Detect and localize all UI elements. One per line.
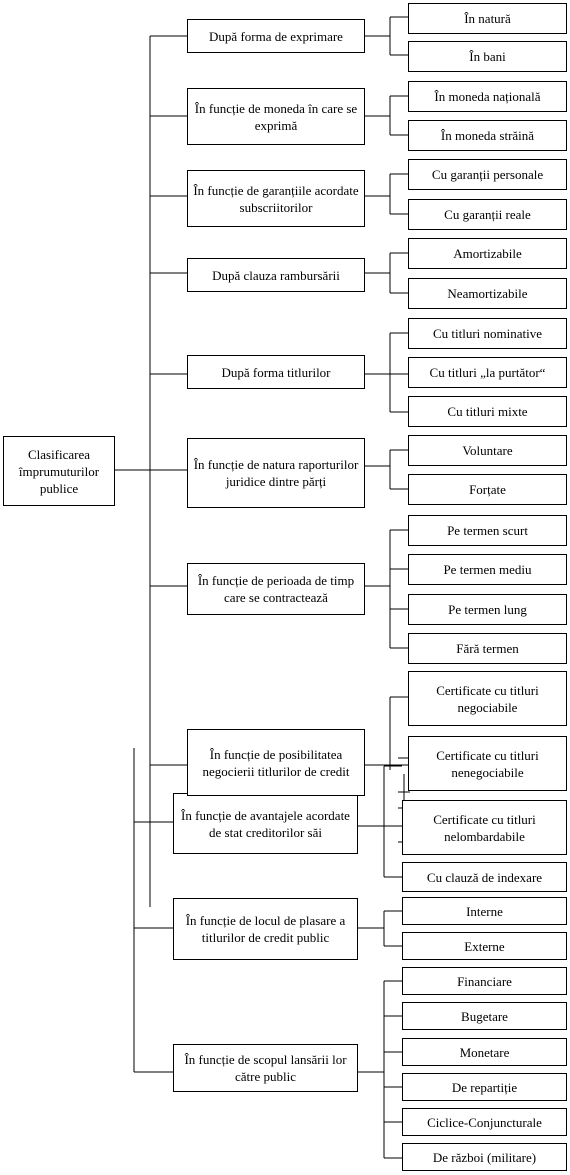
leaf-label: Pe termen mediu [443, 562, 532, 577]
leaf-box: Pe termen mediu [408, 554, 567, 585]
leaf-box: Monetare [402, 1038, 567, 1066]
category-label: După forma de exprimare [209, 28, 343, 44]
leaf-label: În bani [469, 49, 506, 64]
leaf-box: De război (militare) [402, 1143, 567, 1171]
leaf-label: Monetare [459, 1044, 510, 1060]
leaf-label: Neamortizabile [447, 286, 528, 301]
category-box: După forma de exprimare [187, 19, 365, 53]
leaf-box: Fără termen [408, 633, 567, 664]
category-box: În funcție de natura raporturilor juridi… [187, 438, 365, 508]
leaf-label: Bugetare [461, 1008, 508, 1024]
category-box: În funcție de scopul lansării lor către … [173, 1044, 358, 1092]
leaf-box: Neamortizabile [408, 278, 567, 309]
category-label: În funcție de locul de plasare a titluri… [185, 913, 346, 945]
leaf-label: În moneda străină [440, 128, 535, 143]
leaf-label: Certificate cu titluri negociabile [436, 682, 539, 715]
leaf-box: Externe [402, 932, 567, 960]
leaf-label: Fără termen [456, 641, 519, 656]
leaf-box: Certificate cu titluri negociabile [408, 671, 567, 726]
leaf-box: Pe termen scurt [408, 515, 567, 546]
category-label: În funcție de perioada de timp care se c… [197, 573, 355, 605]
category-box: În funcție de garanțiile acordate subscr… [187, 170, 365, 227]
leaf-label: Interne [466, 903, 503, 919]
leaf-label: În natură [464, 11, 511, 26]
leaf-box: În natură [408, 3, 567, 34]
leaf-label: Certificate cu titluri nelombardabile [433, 811, 536, 844]
category-box: După clauza rambursării [187, 258, 365, 292]
category-label: În funcție de moneda în care se exprimă [194, 100, 358, 133]
leaf-label: Ciclice-Conjuncturale [427, 1114, 542, 1130]
leaf-box: În moneda națională [408, 81, 567, 112]
leaf-label: Cu titluri „la purtător“ [429, 365, 546, 380]
root-label: Clasificarea împrumuturilor publice [18, 446, 100, 496]
leaf-label: Pe termen scurt [447, 523, 528, 538]
category-label: După forma titlurilor [221, 364, 331, 380]
leaf-label: În moneda națională [434, 89, 541, 104]
leaf-label: Cu clauză de indexare [426, 869, 543, 885]
leaf-box: Cu garanții reale [408, 199, 567, 230]
leaf-label: Cu garanții personale [431, 167, 544, 182]
category-label: În funcție de posibilitatea negocierii t… [202, 746, 350, 779]
leaf-label: Certificate cu titluri nenegociabile [436, 747, 539, 780]
leaf-label: Cu titluri mixte [447, 404, 528, 419]
leaf-label: De repartiție [451, 1079, 518, 1095]
leaf-box: Bugetare [402, 1002, 567, 1030]
leaf-label: Cu titluri nominative [432, 326, 543, 341]
leaf-box: Interne [402, 897, 567, 925]
leaf-box: Cu titluri mixte [408, 396, 567, 427]
leaf-box: Cu clauză de indexare [402, 862, 567, 892]
category-label: În funcție de natura raporturilor juridi… [193, 457, 359, 489]
leaf-box: Certificate cu titluri nenegociabile [408, 736, 567, 791]
leaf-box: Financiare [402, 967, 567, 995]
leaf-label: Pe termen lung [448, 602, 527, 617]
leaf-box: În bani [408, 41, 567, 72]
category-box: În funcție de avantajele acordate de sta… [173, 793, 358, 854]
leaf-box: Amortizabile [408, 238, 567, 269]
leaf-label: De război (militare) [432, 1149, 537, 1165]
category-label: În funcție de garanțiile acordate subscr… [193, 182, 359, 215]
category-box: În funcție de moneda în care se exprimă [187, 88, 365, 145]
leaf-box: Certificate cu titluri nelombardabile [402, 800, 567, 855]
leaf-label: Amortizabile [453, 246, 522, 261]
leaf-box: Cu titluri nominative [408, 318, 567, 349]
leaf-box: Forțate [408, 474, 567, 505]
category-box: În funcție de locul de plasare a titluri… [173, 898, 358, 960]
leaf-box: Voluntare [408, 435, 567, 466]
leaf-box: Pe termen lung [408, 594, 567, 625]
leaf-label: Forțate [469, 482, 506, 497]
category-box: În funcție de perioada de timp care se c… [187, 563, 365, 615]
category-label: În funcție de avantajele acordate de sta… [181, 807, 350, 840]
leaf-box: Ciclice-Conjuncturale [402, 1108, 567, 1136]
category-label: În funcție de scopul lansării lor către … [184, 1052, 347, 1084]
leaf-label: Voluntare [462, 443, 513, 458]
root-box: Clasificarea împrumuturilor publice [3, 436, 115, 506]
leaf-box: În moneda străină [408, 120, 567, 151]
category-box: După forma titlurilor [187, 355, 365, 389]
leaf-box: Cu garanții personale [408, 159, 567, 190]
leaf-box: Cu titluri „la purtător“ [408, 357, 567, 388]
leaf-box: De repartiție [402, 1073, 567, 1101]
leaf-label: Externe [464, 938, 505, 954]
category-box: În funcție de posibilitatea negocierii t… [187, 729, 365, 796]
leaf-label: Cu garanții reale [444, 207, 531, 222]
leaf-label: Financiare [457, 973, 512, 989]
category-label: După clauza rambursării [212, 267, 340, 283]
